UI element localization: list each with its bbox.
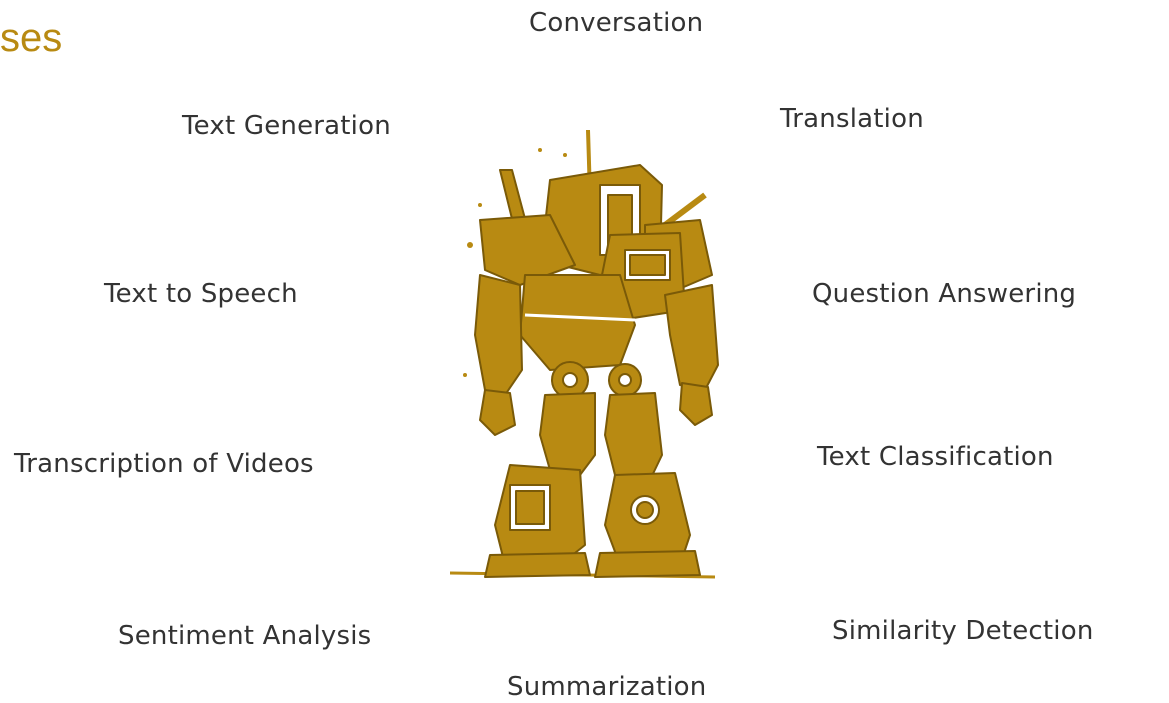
use-case-text-generation: Text Generation — [182, 111, 391, 141]
use-case-transcription-of-videos: Transcription of Videos — [14, 449, 314, 479]
slide-title: ses — [0, 16, 63, 60]
use-case-conversation: Conversation — [529, 8, 704, 38]
use-case-similarity-detection: Similarity Detection — [832, 616, 1094, 646]
use-case-summarization: Summarization — [507, 672, 707, 702]
use-case-text-to-speech: Text to Speech — [104, 279, 298, 309]
use-case-text-classification: Text Classification — [817, 442, 1054, 472]
use-case-sentiment-analysis: Sentiment Analysis — [118, 621, 372, 651]
use-case-translation: Translation — [780, 104, 924, 134]
use-case-question-answering: Question Answering — [812, 279, 1077, 309]
robot-illustration — [450, 129, 719, 579]
